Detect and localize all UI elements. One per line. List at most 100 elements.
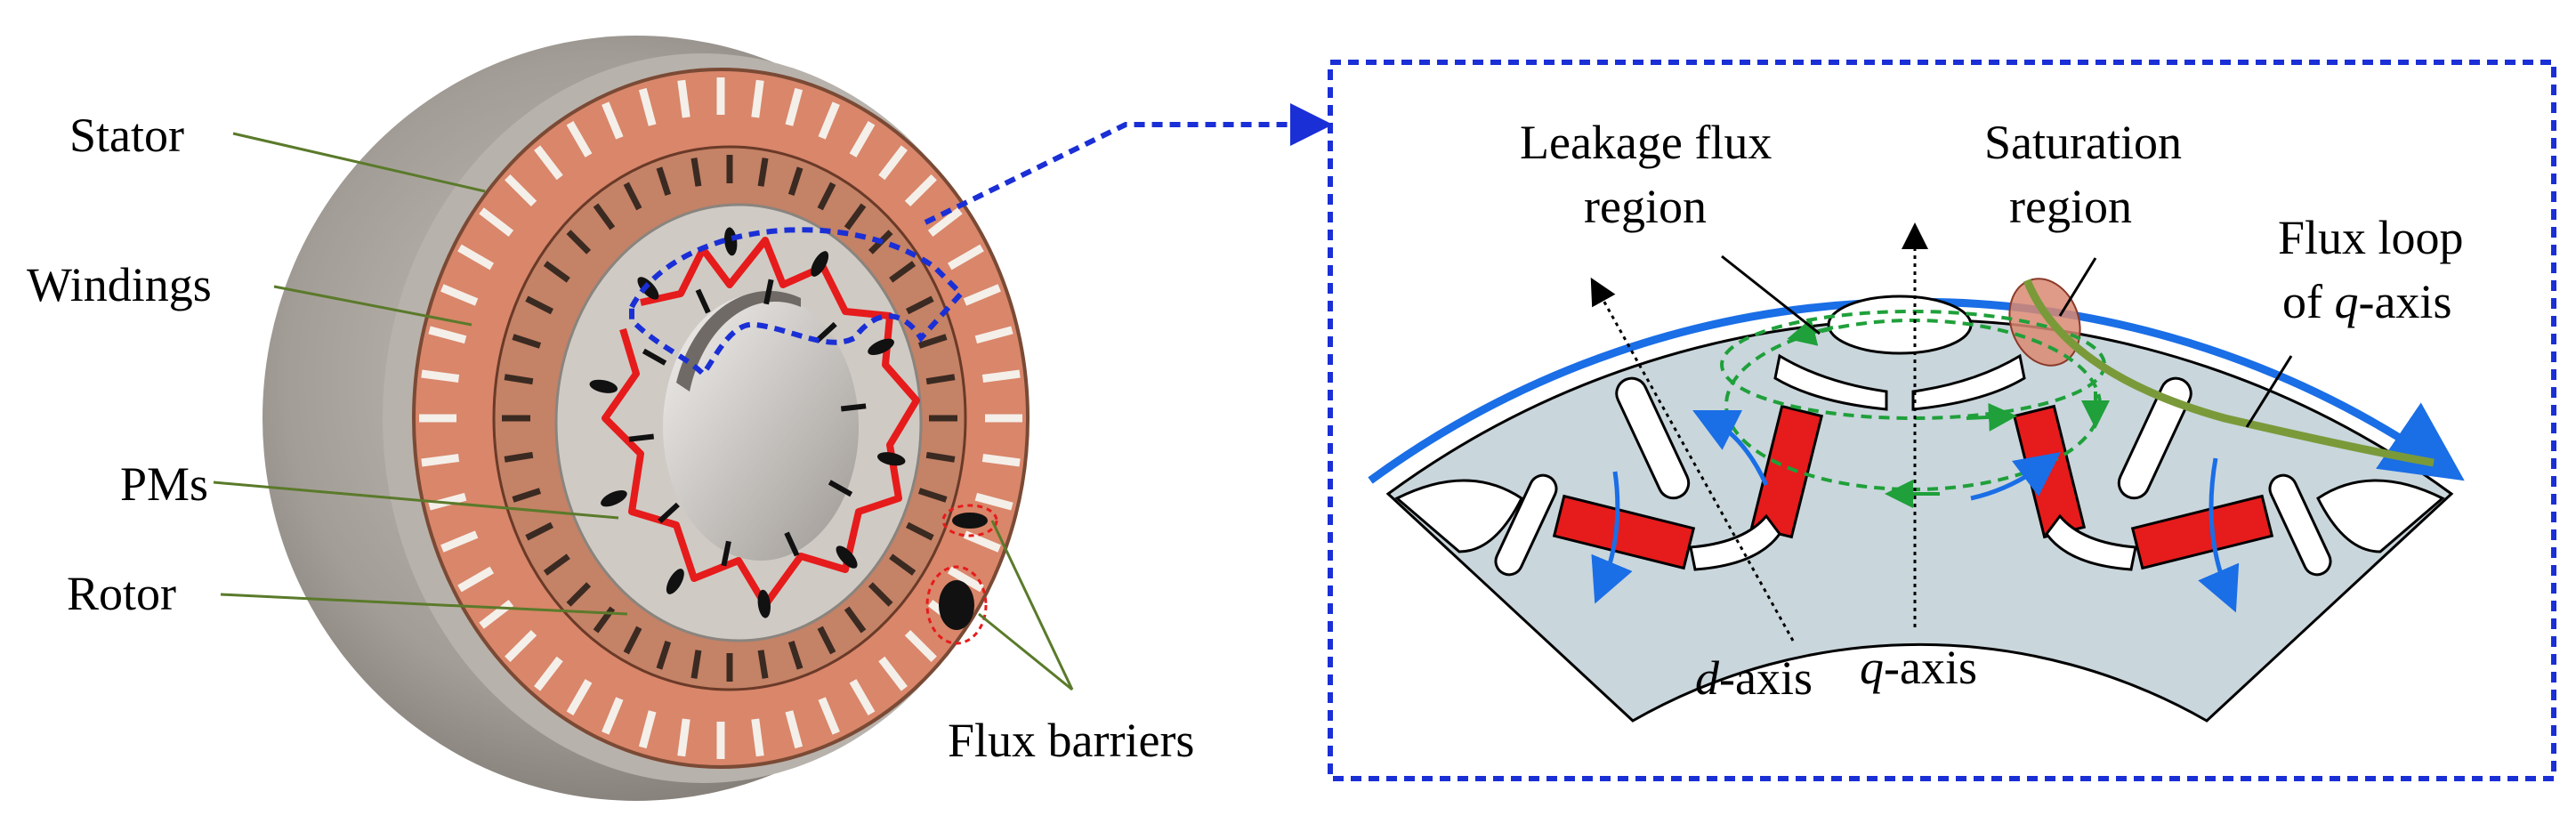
rotor-section (1368, 222, 2465, 723)
winding-slot (504, 374, 534, 385)
winding-slot (817, 626, 836, 655)
leakage-flux-label-line1: Leakage flux (1520, 116, 1772, 169)
d-axis-line (1590, 277, 1795, 642)
winding-slot (726, 653, 733, 682)
winding-slot (428, 326, 467, 344)
winding-slot (904, 629, 937, 663)
winding-slot (512, 488, 542, 503)
winding-slot (878, 656, 908, 691)
winding-slot (677, 718, 690, 757)
bore-shadow (676, 290, 801, 392)
winding-slot (757, 158, 769, 187)
winding-slot (638, 710, 657, 749)
winding-slot (917, 334, 948, 349)
barrier-right-edge (2316, 479, 2445, 553)
pm-left-end-barrier (1689, 513, 1781, 571)
rotor-flux-barrier (637, 277, 659, 300)
pm-left-horizontal (1552, 494, 1696, 570)
barrier-q-right (1911, 353, 2026, 411)
winding-slot (904, 174, 937, 207)
winding-slot (419, 414, 456, 423)
core-flux-arrows (1591, 410, 2240, 613)
winding-slot (917, 488, 948, 503)
winding-slot (751, 718, 764, 757)
winding-slot (889, 553, 917, 576)
winding-slot (525, 521, 554, 541)
barrier-left-slot (1494, 473, 1558, 577)
pm-zigzag (602, 237, 920, 609)
flux-loop-leader (2245, 355, 2293, 428)
leakage-arrow-2 (1966, 402, 2017, 432)
rotor-barrier-bar (642, 348, 667, 366)
winding-slot (421, 454, 460, 467)
rotor-barrier-bar (840, 403, 867, 412)
flux-barrier-slots (1394, 295, 2445, 577)
winding-slot (566, 230, 592, 254)
flux-barriers-leader-a (990, 520, 1074, 691)
rotor-flux-barrier (724, 227, 738, 256)
winding-slot (818, 697, 840, 735)
winding-slot (690, 650, 702, 679)
left-leaders (213, 132, 1074, 691)
pm-barrier-marks (589, 227, 906, 618)
d-axis-label: d-axis (1695, 651, 1813, 705)
winding-slot (947, 566, 984, 593)
barrier-d-slot (1615, 376, 1691, 500)
winding-slot (974, 492, 1013, 511)
rotor-barrier-bar (828, 480, 853, 497)
winding-slot (785, 710, 803, 749)
winding-slot (566, 679, 593, 715)
winding-slot (947, 244, 984, 271)
winding-slot (981, 369, 1021, 383)
winding-slot (757, 650, 769, 679)
flux-loop-label-line1: Flux loop (2278, 211, 2464, 264)
rotor-barrier-bar (695, 288, 711, 314)
winding-slot (878, 145, 908, 181)
pms-label: PMs (120, 457, 208, 511)
winding-slot (623, 626, 642, 655)
winding-slot (505, 629, 537, 663)
winding-slot (889, 261, 917, 283)
winding-slot (593, 203, 616, 230)
rotor-flux-barrier (757, 589, 771, 618)
saturation-label-line2: region (2009, 180, 2132, 233)
flux-barriers-leader-b (978, 612, 1073, 691)
winding-slot (638, 87, 657, 126)
winding-slot (656, 166, 672, 197)
winding-slot (505, 174, 537, 207)
zoom-connector (924, 103, 1333, 225)
flux-arrow-left-down (1591, 471, 1633, 604)
winding-slot (963, 284, 1001, 306)
pm-right-horizontal (2130, 494, 2274, 570)
rotor-barrier-bar (721, 540, 731, 567)
q-axis-label: q-axis (1860, 641, 1977, 694)
flux-barriers-label: Flux barriers (948, 714, 1194, 767)
leakage-flux-label-line2: region (1584, 180, 1707, 233)
rotor-flux-barrier (589, 379, 618, 393)
leakage-leader (1721, 254, 1821, 335)
pm-right-end-barrier (2045, 513, 2137, 571)
rotor-barrier-bar (628, 433, 655, 442)
d-axis-letter: d (1695, 651, 1720, 705)
winding-slot (502, 415, 530, 422)
winding-slot (677, 79, 690, 118)
d-axis-suffix: -axis (1719, 651, 1813, 705)
zoom-region-outline (629, 227, 965, 378)
winding-slot (457, 566, 495, 593)
rotor-label: Rotor (67, 567, 176, 620)
winding-slot (504, 451, 534, 463)
flux-arrow-left-up (1692, 410, 1769, 487)
rotor-flux-barrier (601, 489, 627, 507)
winding-slot (716, 77, 725, 115)
winding-slot (566, 121, 593, 158)
rotor-flux-barrier (811, 251, 829, 277)
flux-loop-axis: -axis (2358, 275, 2451, 328)
winding-slot (534, 656, 563, 691)
winding-slot (925, 374, 956, 385)
rotor-flux-barrier (876, 452, 906, 466)
winding-slot (525, 295, 554, 315)
flux-arrow-right-down (2198, 457, 2240, 613)
winding-slot (849, 121, 876, 158)
q-axis-suffix: -axis (1884, 641, 1977, 694)
